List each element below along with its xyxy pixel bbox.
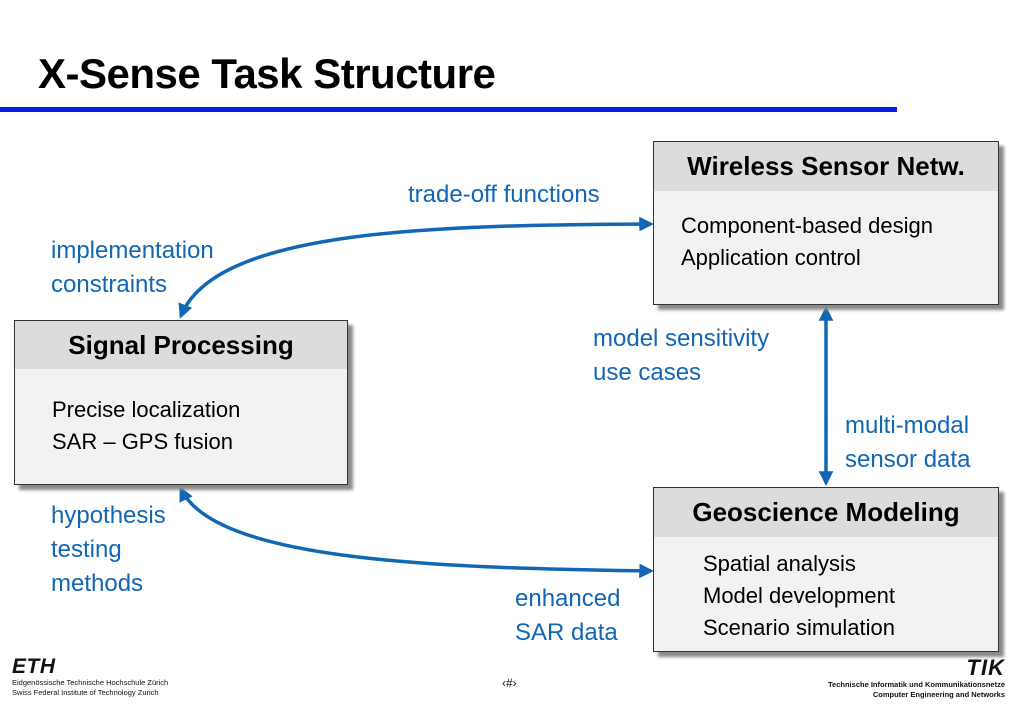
label-enhanced-sar-data: enhanced SAR data bbox=[515, 582, 620, 650]
box-item: Spatial analysis bbox=[703, 551, 856, 576]
label-multimodal-sensor-data: multi-modal sensor data bbox=[845, 409, 970, 477]
label-model-sensitivity: model sensitivity use cases bbox=[593, 322, 769, 390]
geoscience-modeling-items: Spatial analysis Model development Scena… bbox=[703, 548, 895, 644]
page-number: ‹#› bbox=[502, 676, 517, 690]
slide-title: X-Sense Task Structure bbox=[38, 50, 496, 97]
label-line: model sensitivity bbox=[593, 325, 770, 352]
label-line: hypothesis bbox=[51, 502, 166, 529]
label-line: trade-off functions bbox=[408, 181, 600, 208]
geoscience-modeling-title: Geoscience Modeling bbox=[654, 488, 998, 537]
eth-line-1: Eidgenössische Technische Hochschule Zür… bbox=[12, 678, 169, 687]
wireless-sensor-network-box: Wireless Sensor Netw. Component-based de… bbox=[653, 141, 999, 305]
tik-logo: TIK bbox=[966, 655, 1005, 680]
wireless-sensor-network-items: Component-based design Application contr… bbox=[681, 210, 933, 274]
signal-processing-title: Signal Processing bbox=[15, 321, 347, 369]
wireless-sensor-network-title: Wireless Sensor Netw. bbox=[654, 142, 998, 191]
label-line: use cases bbox=[593, 359, 702, 386]
signal-processing-box: Signal Processing Precise localization S… bbox=[14, 320, 348, 485]
arrow-signal-geoscience bbox=[179, 486, 654, 579]
label-implementation-constraints: implementation constraints bbox=[51, 234, 214, 302]
box-item: SAR – GPS fusion bbox=[52, 429, 233, 454]
arrow-wsn-signal bbox=[178, 216, 654, 319]
title-underline bbox=[0, 107, 897, 112]
box-item: Model development bbox=[703, 583, 896, 608]
label-hypothesis-testing: hypothesis testing methods bbox=[51, 499, 166, 601]
box-item: Component-based design bbox=[681, 213, 933, 238]
label-line: multi-modal bbox=[845, 412, 970, 439]
geoscience-modeling-box: Geoscience Modeling Spatial analysis Mod… bbox=[653, 487, 999, 652]
box-item: Precise localization bbox=[52, 397, 241, 422]
signal-processing-items: Precise localization SAR – GPS fusion bbox=[52, 394, 240, 458]
eth-line-2: Swiss Federal Institute of Technology Zu… bbox=[12, 688, 159, 697]
label-tradeoff-functions: trade-off functions bbox=[408, 178, 600, 212]
label-line: sensor data bbox=[845, 446, 971, 473]
label-line: enhanced bbox=[515, 585, 621, 612]
tik-line-1: Technische Informatik und Kommunikations… bbox=[828, 680, 1005, 689]
label-line: implementation bbox=[51, 237, 214, 264]
tik-footer: TIK Technische Informatik und Kommunikat… bbox=[828, 656, 1005, 700]
label-line: testing bbox=[51, 536, 122, 563]
tik-line-2: Computer Engineering and Networks bbox=[872, 690, 1005, 699]
label-line: methods bbox=[51, 570, 144, 597]
eth-footer: ETH Eidgenössische Technische Hochschule… bbox=[12, 656, 168, 698]
box-item: Scenario simulation bbox=[703, 615, 895, 640]
label-line: constraints bbox=[51, 271, 168, 298]
box-item: Application control bbox=[681, 245, 861, 270]
label-line: SAR data bbox=[515, 619, 618, 646]
eth-logo: ETH bbox=[12, 655, 56, 678]
